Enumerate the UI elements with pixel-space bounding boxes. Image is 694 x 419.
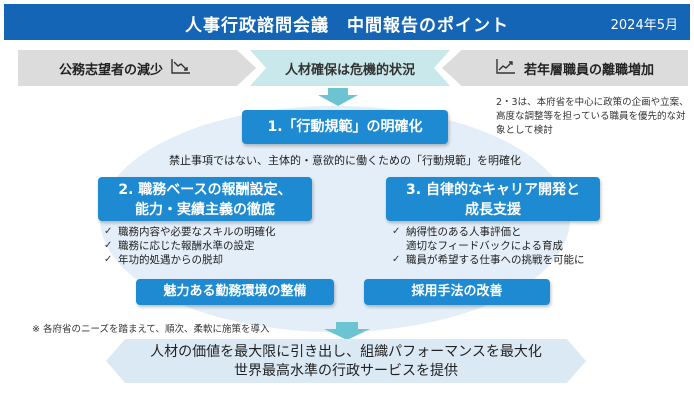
list-item: ✓ 職員が希望する仕事への挑戦を可能に <box>392 253 652 267</box>
point2-title-line2: 能力・実績主義の徹底 <box>135 202 275 218</box>
check-icon: ✓ <box>104 240 113 251</box>
list-item: ✓ 職務に応じた報酬水準の設定 <box>104 239 334 253</box>
scope-note: 2・3は、本府省を中心に政策の企画や立案、高度な調整等を担っている職員を優先的な… <box>496 97 689 136</box>
page-title: 人事行政諮問会議 中間報告のポイント <box>185 16 509 36</box>
footnote: ※ 各府省のニーズを踏まえて、順次、柔軟に施策を導入 <box>32 324 270 335</box>
list-item-text: 職務に応じた報酬水準の設定 <box>118 240 255 252</box>
work-environment-box: 魅力ある勤務環境の整備 <box>136 279 334 305</box>
check-icon: ✓ <box>104 254 113 265</box>
down-arrow-icon <box>324 322 370 340</box>
check-icon: ✓ <box>392 254 401 265</box>
banner-young-staff-turnover: 若年層職員の離職増加 <box>442 50 688 86</box>
point3-career-development-box: 3. 自律的なキャリア開発と 成長支援 <box>386 177 600 221</box>
list-item: ✓ 年功的処遇からの脱却 <box>104 253 334 267</box>
banner-applicants-decline: 公務志望者の減少 <box>18 50 256 86</box>
header-bar: 人事行政諮問会議 中間報告のポイント 2024年5月 <box>4 4 690 40</box>
check-icon: ✓ <box>104 226 113 237</box>
list-item-text: 年功的処遇からの脱却 <box>118 254 223 266</box>
point2-title-line1: 2. 職務ベースの報酬設定、 <box>118 182 292 198</box>
point2-job-based-pay-box: 2. 職務ベースの報酬設定、 能力・実績主義の徹底 <box>98 177 312 221</box>
point3-checklist: ✓ 納得性のある人事評価と 適切なフィードバックによる育成 ✓ 職員が希望する仕… <box>392 225 652 267</box>
list-item: ✓ 納得性のある人事評価と <box>392 225 652 239</box>
recruitment-improvement-box: 採用手法の改善 <box>364 279 550 305</box>
outcome-line1: 人材の価値を最大限に引き出し、組織パフォーマンスを最大化 <box>150 344 542 360</box>
list-item: ✓ 職務内容や必要なスキルの明確化 <box>104 225 334 239</box>
increase-chart-icon <box>496 58 516 78</box>
decline-chart-icon <box>171 58 191 78</box>
banner-center-label: 人材確保は危機的状況 <box>284 62 415 78</box>
point1-code-of-conduct-box: 1.「行動規範」の明確化 <box>242 110 448 144</box>
list-item-text: 職員が希望する仕事への挑戦を可能に <box>406 254 585 266</box>
point1-description: 禁止事項ではない、主体的・意欲的に働くための「行動規範」を明確化 <box>169 154 521 167</box>
point3-title-line1: 3. 自律的なキャリア開発と <box>406 182 580 198</box>
report-date: 2024年5月 <box>610 18 678 33</box>
banner-right-label: 若年層職員の離職増加 <box>523 62 654 78</box>
list-item-continuation: 適切なフィードバックによる育成 <box>406 240 563 252</box>
banner-left-label: 公務志望者の減少 <box>58 62 163 78</box>
down-arrow-icon <box>318 88 358 106</box>
list-item-text: 職務内容や必要なスキルの明確化 <box>118 226 276 238</box>
check-icon: ✓ <box>392 226 401 237</box>
point2-checklist: ✓ 職務内容や必要なスキルの明確化 ✓ 職務に応じた報酬水準の設定 ✓ 年功的処… <box>104 225 334 267</box>
outcome-banner: 人材の価値を最大限に引き出し、組織パフォーマンスを最大化 世界最高水準の行政サー… <box>106 339 586 383</box>
banner-staffing-crisis: 人材確保は危機的状況 <box>250 50 450 86</box>
outcome-line2: 世界最高水準の行政サービスを提供 <box>234 363 458 379</box>
point3-title-line2: 成長支援 <box>465 202 521 218</box>
list-item-text: 納得性のある人事評価と <box>406 226 522 238</box>
